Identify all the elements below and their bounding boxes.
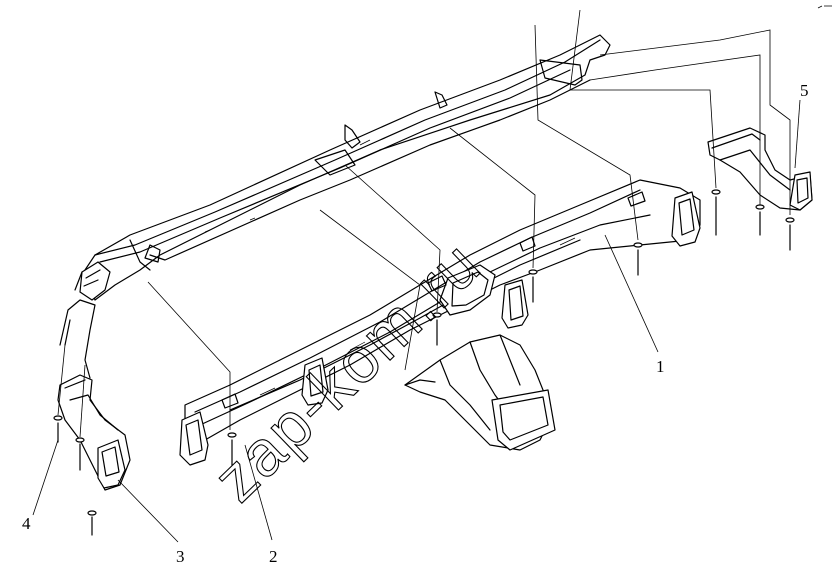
callout-labels: 1 2 3 4 5 — [22, 81, 809, 566]
leader-lines — [32, 99, 801, 543]
callout-label-1: 1 — [656, 357, 665, 376]
callout-label-2: 2 — [269, 547, 278, 566]
main-duct — [179, 179, 701, 466]
center-floor-duct — [404, 334, 556, 451]
dashboard-frame — [74, 34, 611, 301]
callout-label-4: 4 — [22, 514, 31, 533]
fastener-screws — [53, 189, 795, 536]
left-duct — [57, 299, 131, 491]
alignment-lines — [57, 9, 791, 438]
callout-label-5: 5 — [800, 81, 809, 100]
corner-mark — [817, 5, 832, 9]
callout-label-3: 3 — [176, 547, 185, 566]
